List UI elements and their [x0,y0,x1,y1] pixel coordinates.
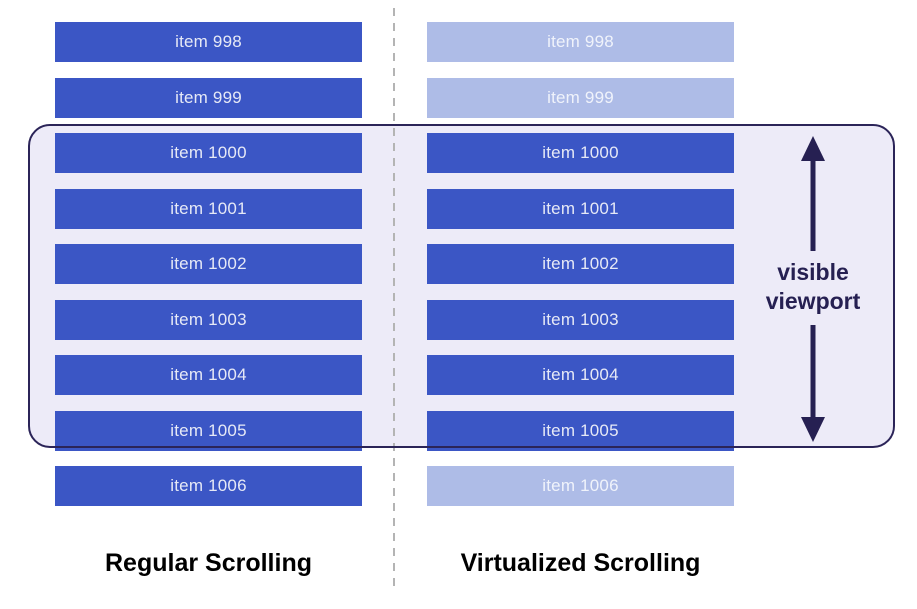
list-item: item 998 [55,22,362,62]
virtualized-scrolling-list: item 998 item 999 item 1000 item 1001 item 1… [427,0,734,609]
regular-scrolling-caption: Regular Scrolling [105,549,312,577]
list-item: item 1005 [55,411,362,451]
list-item: item 1002 [427,244,734,284]
double-arrow-vertical-icon [801,136,825,442]
viewport-label-line1: visible [777,259,849,285]
list-item: item 999 [427,78,734,118]
list-item: item 1004 [427,355,734,395]
regular-scrolling-list: item 998 item 999 item 1000 item 1001 item 1… [55,0,362,609]
list-item: item 999 [55,78,362,118]
list-item: item 1003 [55,300,362,340]
viewport-label: visible viewport [730,258,896,317]
list-item: item 1006 [427,466,734,506]
viewport-label-line2: viewport [765,288,861,315]
list-item: item 1000 [55,133,362,173]
list-item: item 1004 [55,355,362,395]
list-item: item 998 [427,22,734,62]
list-item: item 1006 [55,466,362,506]
virtualized-scrolling-caption: Virtualized Scrolling [460,549,701,577]
list-item: item 1000 [427,133,734,173]
list-item: item 1005 [427,411,734,451]
list-item: item 1001 [55,189,362,229]
list-item: item 1001 [427,189,734,229]
list-item: item 1002 [55,244,362,284]
column-divider [393,8,395,592]
list-item: item 1003 [427,300,734,340]
